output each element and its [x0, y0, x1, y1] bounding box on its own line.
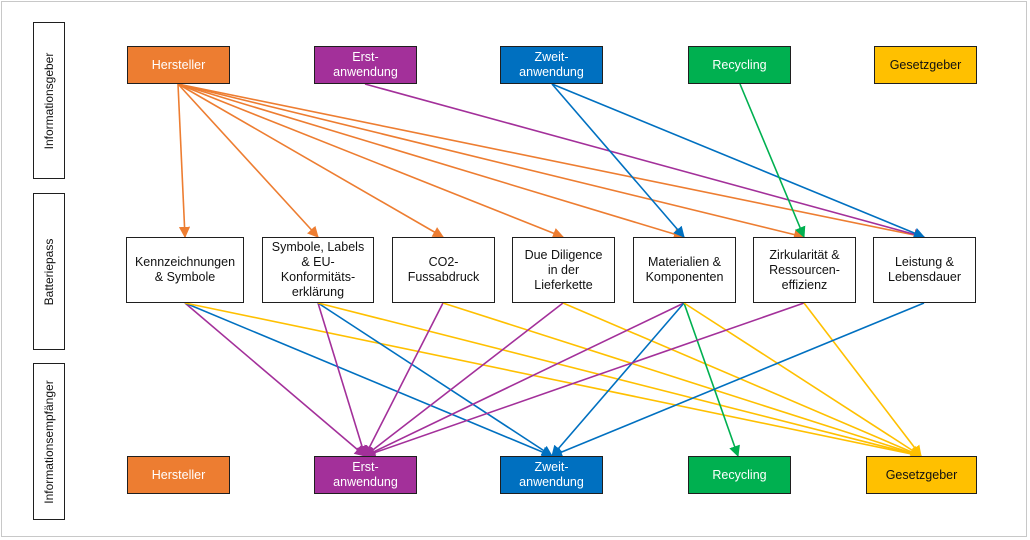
sender-zweitanwendung: Zweit- anwendung [500, 46, 603, 84]
sender-gesetzgeber-label: Gesetzgeber [889, 57, 962, 72]
passport-kennzeichnungen: Kennzeichnungen & Symbole [126, 237, 244, 303]
sender-hersteller: Hersteller [127, 46, 230, 84]
passport-leistung: Leistung & Lebensdauer [873, 237, 976, 303]
row-label-receivers: Informationsempfänger [33, 363, 65, 520]
sender-recycling: Recycling [688, 46, 791, 84]
edge-materialien-to-zweitanwendung [551, 302, 685, 457]
passport-symbole: Symbole, Labels & EU- Konformitäts- erkl… [262, 237, 374, 303]
receiver-zweitanwendung: Zweit- anwendung [500, 456, 603, 494]
passport-leistung-label: Leistung & Lebensdauer [888, 255, 961, 284]
row-label-receivers-text: Informationsempfänger [42, 379, 56, 504]
receiver-gesetzgeber: Gesetzgeber [866, 456, 977, 494]
edge-diligence-to-gesetzgeber [562, 302, 923, 458]
edge-zirkularitaet-to-erstanwendung [363, 302, 805, 458]
edge-hersteller-to-leistung [177, 83, 926, 241]
receiver-recycling-label: Recycling [712, 467, 767, 482]
passport-co2: CO2- Fussabdruck [392, 237, 495, 303]
edge-kennzeichnungen-to-gesetzgeber [184, 302, 923, 460]
edge-kennzeichnungen-to-erstanwendung [184, 302, 366, 457]
edge-kennzeichnungen-to-zweitanwendung [184, 302, 554, 458]
edge-hersteller-to-diligence [177, 83, 565, 239]
edge-hersteller-to-zirkularitaet [177, 83, 806, 241]
receiver-gesetzgeber-label: Gesetzgeber [885, 467, 958, 482]
edge-diligence-to-erstanwendung [364, 302, 564, 457]
edge-erstanwendung-to-leistung [364, 83, 926, 240]
edge-symbole-to-gesetzgeber [317, 302, 923, 459]
passport-co2-label: CO2- Fussabdruck [407, 255, 480, 284]
sender-hersteller-label: Hersteller [151, 57, 206, 72]
row-label-senders-text: Informationsgeber [42, 52, 56, 149]
passport-diligence: Due Diligence in der Lieferkette [512, 237, 615, 303]
receiver-recycling: Recycling [688, 456, 791, 494]
row-label-senders: Informationsgeber [33, 22, 65, 179]
edge-zweitanwendung-to-materialien [551, 83, 685, 238]
passport-kennzeichnungen-label: Kennzeichnungen & Symbole [134, 255, 236, 284]
passport-symbole-label: Symbole, Labels & EU- Konformitäts- erkl… [271, 240, 365, 299]
edge-hersteller-to-kennzeichnungen [177, 83, 191, 239]
edge-zirkularitaet-to-gesetzgeber [803, 302, 922, 457]
edge-symbole-to-erstanwendung [317, 302, 368, 458]
passport-materialien: Materialien & Komponenten [633, 237, 736, 303]
sender-erstanwendung-label: Erst- anwendung [333, 50, 398, 79]
receiver-erstanwendung-label: Erst- anwendung [333, 460, 398, 489]
edge-materialien-to-gesetzgeber [683, 302, 922, 457]
sender-gesetzgeber: Gesetzgeber [874, 46, 977, 84]
edge-materialien-to-erstanwendung [363, 302, 685, 457]
edge-recycling-to-zirkularitaet [739, 83, 806, 239]
receiver-zweitanwendung-label: Zweit- anwendung [519, 460, 584, 489]
sender-erstanwendung: Erst- anwendung [314, 46, 417, 84]
edge-hersteller-to-materialien [177, 83, 686, 240]
edge-co2-to-erstanwendung [364, 302, 444, 457]
row-label-passport: Batteriepass [33, 193, 65, 350]
passport-diligence-label: Due Diligence in der Lieferkette [524, 247, 603, 292]
edge-materialien-to-recycling [683, 302, 740, 458]
receiver-hersteller-label: Hersteller [151, 467, 206, 482]
edge-zweitanwendung-to-leistung [551, 83, 926, 239]
passport-materialien-label: Materialien & Komponenten [645, 255, 724, 284]
edge-leistung-to-zweitanwendung [550, 302, 925, 458]
edge-hersteller-to-symbole [177, 83, 319, 238]
passport-zirkularitaet-label: Zirkularität & Ressourcen- effizienz [769, 247, 840, 292]
sender-zweitanwendung-label: Zweit- anwendung [519, 50, 584, 79]
receiver-hersteller: Hersteller [127, 456, 230, 494]
receiver-erstanwendung: Erst- anwendung [314, 456, 417, 494]
edge-symbole-to-zweitanwendung [317, 302, 553, 457]
edge-hersteller-to-co2 [177, 83, 444, 238]
row-label-passport-text: Batteriepass [42, 238, 56, 305]
sender-recycling-label: Recycling [712, 57, 767, 72]
passport-zirkularitaet: Zirkularität & Ressourcen- effizienz [753, 237, 856, 303]
edge-co2-to-gesetzgeber [442, 302, 923, 459]
